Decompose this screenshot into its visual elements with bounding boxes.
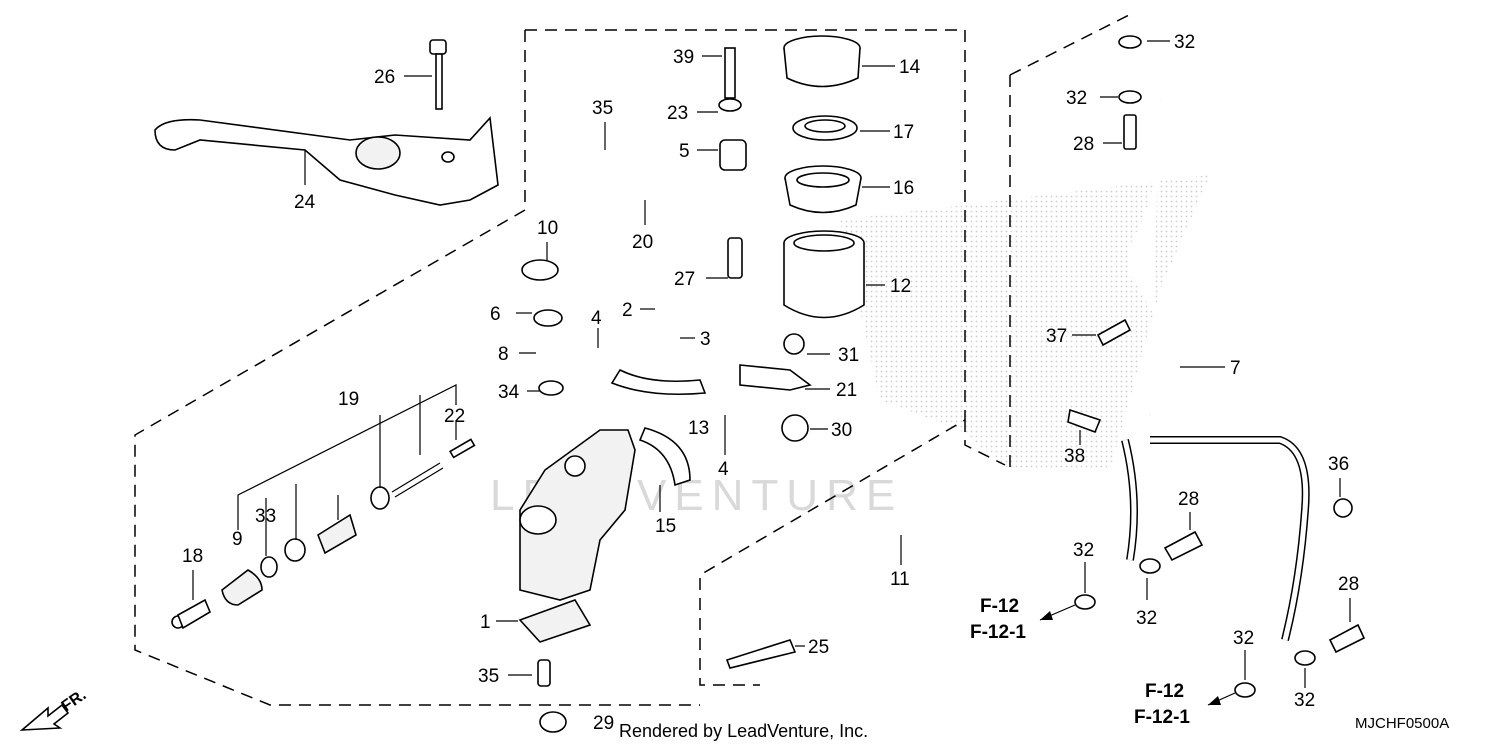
callout-24: 24 bbox=[294, 192, 316, 213]
callout-4-top: 4 bbox=[591, 308, 602, 329]
brake-hose-lower-left bbox=[1121, 439, 1138, 561]
callout-36: 36 bbox=[1328, 454, 1349, 475]
callout-26: 26 bbox=[374, 67, 395, 88]
callout-22: 22 bbox=[444, 406, 465, 427]
brake-hose-upper bbox=[1127, 99, 1178, 417]
ref-left-top: F-12 bbox=[980, 596, 1019, 617]
callout-17: 17 bbox=[893, 122, 914, 143]
callout-2: 2 bbox=[622, 300, 633, 321]
callout-9: 9 bbox=[232, 529, 243, 550]
callout-29: 29 bbox=[593, 713, 614, 734]
callout-27: 27 bbox=[674, 269, 695, 290]
master-cylinder-body bbox=[519, 429, 636, 601]
washers-and-bolts bbox=[521, 35, 1366, 733]
reference-right: F-12 F-12-1 bbox=[1134, 681, 1236, 728]
brake-switch bbox=[518, 599, 592, 643]
callout-32-f: 32 bbox=[1294, 690, 1315, 711]
callout-18: 18 bbox=[182, 546, 203, 567]
callout-10: 10 bbox=[537, 218, 558, 239]
callout-39: 39 bbox=[673, 47, 694, 68]
diaphragm bbox=[784, 165, 862, 214]
piston-set bbox=[171, 438, 476, 630]
callout-32-e: 32 bbox=[1233, 628, 1254, 649]
callout-numbers: 26 24 39 35 23 5 14 17 16 20 10 27 12 6 … bbox=[182, 32, 1359, 734]
ref-right-top: F-12 bbox=[1145, 681, 1184, 702]
callout-14: 14 bbox=[899, 57, 921, 78]
brake-hose-lower-right bbox=[1150, 436, 1310, 641]
leader-lines bbox=[192, 40, 1351, 688]
callout-38: 38 bbox=[1064, 446, 1085, 467]
callout-32-c: 32 bbox=[1073, 540, 1094, 561]
credit-text: Rendered by LeadVenture, Inc. bbox=[619, 721, 868, 741]
callout-11: 11 bbox=[890, 569, 910, 590]
reservoir-plate bbox=[792, 115, 858, 141]
callout-31: 31 bbox=[838, 345, 859, 366]
callout-15: 15 bbox=[655, 516, 676, 537]
callout-21: 21 bbox=[836, 380, 857, 401]
diagram-code: MJCHF0500A bbox=[1355, 715, 1449, 732]
callout-12: 12 bbox=[890, 276, 911, 297]
callout-5: 5 bbox=[679, 141, 690, 162]
reservoir bbox=[783, 230, 865, 319]
callout-19: 19 bbox=[338, 389, 359, 410]
front-indicator: FR. bbox=[19, 687, 89, 731]
callout-4-bottom: 4 bbox=[718, 459, 729, 480]
callout-28-b: 28 bbox=[1178, 489, 1199, 510]
callout-20: 20 bbox=[632, 232, 653, 253]
callout-3: 3 bbox=[700, 329, 711, 350]
callout-25: 25 bbox=[808, 637, 829, 658]
watermark-wing-logo bbox=[840, 175, 1210, 470]
callout-7: 7 bbox=[1230, 358, 1241, 379]
group-outlines bbox=[134, 11, 1136, 706]
callout-28-a: 28 bbox=[1073, 134, 1094, 155]
callout-34: 34 bbox=[498, 382, 520, 403]
reservoir-hose bbox=[610, 368, 707, 396]
callout-8: 8 bbox=[498, 344, 509, 365]
reservoir-cap bbox=[783, 35, 861, 88]
callout-33: 33 bbox=[255, 506, 276, 527]
callout-32-d: 32 bbox=[1136, 608, 1157, 629]
callout-1: 1 bbox=[480, 612, 491, 633]
callout-13: 13 bbox=[688, 418, 709, 439]
callout-23: 23 bbox=[667, 103, 688, 124]
brake-lever bbox=[154, 116, 499, 206]
callout-37: 37 bbox=[1046, 326, 1067, 347]
callout-30: 30 bbox=[831, 420, 852, 441]
ref-left-bottom: F-12-1 bbox=[970, 622, 1026, 643]
pivot-bolt bbox=[429, 39, 447, 110]
reference-left: F-12 F-12-1 bbox=[970, 596, 1076, 643]
callout-32-b: 32 bbox=[1066, 88, 1087, 109]
ref-right-bottom: F-12-1 bbox=[1134, 707, 1190, 728]
callout-32-a: 32 bbox=[1174, 32, 1195, 53]
callout-35-bottom: 35 bbox=[478, 666, 499, 687]
callout-6: 6 bbox=[490, 304, 501, 325]
callout-16: 16 bbox=[893, 178, 914, 199]
callout-35-top: 35 bbox=[592, 98, 613, 119]
callout-28-c: 28 bbox=[1338, 574, 1359, 595]
